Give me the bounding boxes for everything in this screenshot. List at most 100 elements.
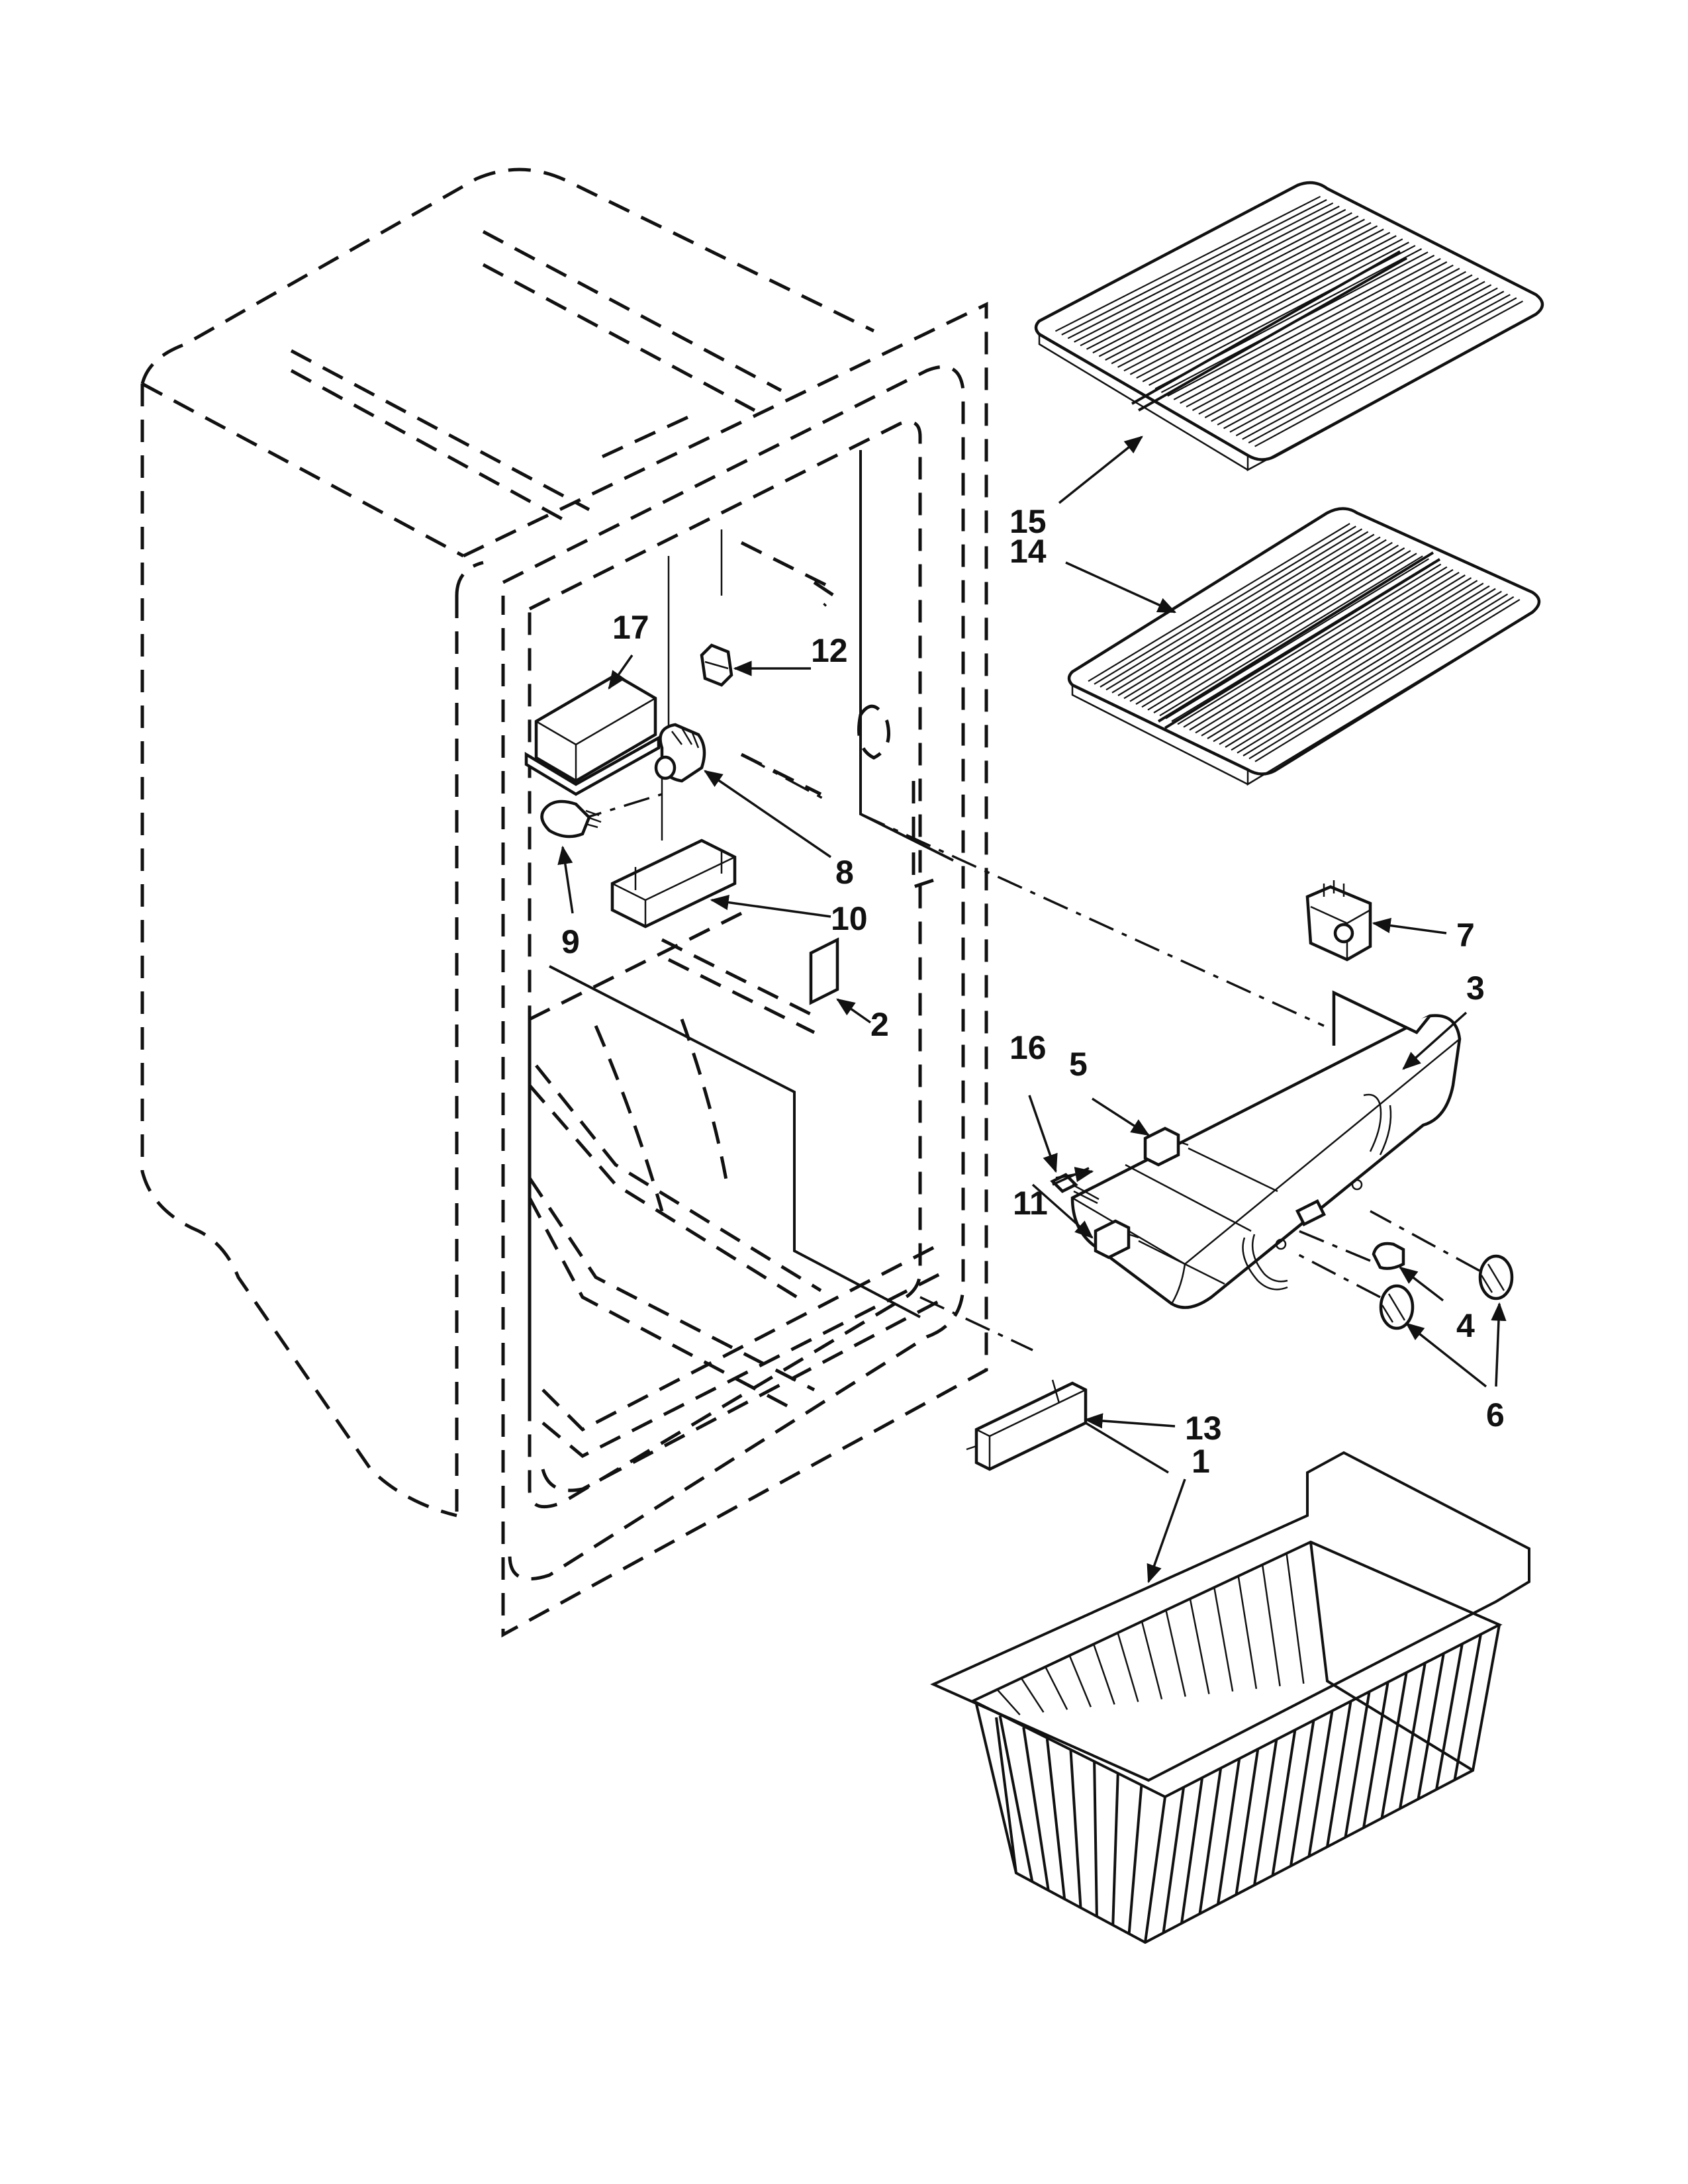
wire-rod	[1020, 1678, 1045, 1713]
callout-12: 12	[811, 632, 848, 669]
wire-rod	[1068, 1655, 1092, 1707]
wire-rod	[1231, 588, 1496, 751]
callout-7: 7	[1456, 917, 1475, 954]
wire-rod	[1243, 593, 1509, 756]
wire-rod	[1198, 1768, 1223, 1914]
wire-rod	[1380, 1672, 1408, 1819]
wire-rod	[1189, 1598, 1210, 1694]
wire-rod	[1105, 531, 1369, 691]
wire-shelf-upper	[1034, 181, 1544, 472]
light-switch	[700, 643, 733, 687]
wire-rod	[1159, 555, 1423, 717]
light-bulb	[540, 799, 602, 839]
wire-rod	[1141, 547, 1405, 708]
callout-leaders	[557, 435, 1507, 1584]
wire-rod	[1219, 582, 1484, 745]
wire-rod	[1362, 1682, 1389, 1828]
wire-rod	[1344, 1691, 1371, 1838]
wire-rod	[1261, 1565, 1281, 1687]
wire-rod	[1165, 1610, 1186, 1697]
cabinet-liner	[549, 450, 954, 1318]
callout-3: 3	[1466, 970, 1485, 1007]
wire-rod	[1201, 574, 1466, 737]
wire-rod	[1098, 218, 1365, 357]
wire-rod	[1111, 1773, 1119, 1925]
wire-rod	[1242, 294, 1511, 440]
wire-rod	[1213, 580, 1478, 743]
wire-rod	[1223, 284, 1492, 430]
callout-labels: 15 14 17 12 8 9 10 7 3 2 16 5 11 4 6 13 …	[561, 503, 1505, 1480]
wire-rod	[1055, 195, 1321, 332]
wire-rod	[1237, 1576, 1258, 1689]
wire-rod	[1162, 1787, 1186, 1933]
callout-2: 2	[870, 1006, 889, 1043]
wire-rod	[1453, 1634, 1482, 1780]
wire-rod	[1253, 1739, 1278, 1886]
wire-rod	[1069, 1750, 1082, 1908]
wire-rod	[1217, 281, 1485, 426]
wire-rod	[1129, 541, 1393, 702]
control-button	[1372, 1242, 1405, 1270]
wire-rod	[1123, 232, 1391, 372]
wire-rod	[1100, 528, 1363, 688]
wire-rod	[1195, 571, 1460, 734]
wire-rod	[1271, 1729, 1297, 1876]
wire-rod	[1092, 215, 1359, 354]
wire-rod	[1217, 1758, 1241, 1905]
wire-rod	[1229, 287, 1498, 433]
wire-rod	[1135, 544, 1399, 705]
callout-4: 4	[1456, 1307, 1475, 1344]
wire-rod	[1045, 1739, 1066, 1899]
wire-rod	[1417, 1653, 1445, 1799]
wire-rod	[1286, 1553, 1305, 1684]
wire-rod	[1235, 1749, 1260, 1895]
wire-rod	[1129, 235, 1397, 375]
callout-5: 5	[1069, 1046, 1088, 1083]
wire-rod	[1435, 1643, 1464, 1790]
wire-rod	[1326, 1701, 1352, 1847]
light-pipe-lower	[1094, 1219, 1225, 1285]
wire-rod	[1186, 264, 1454, 408]
control-knob-left	[1379, 1284, 1415, 1330]
wire-rod	[1067, 202, 1334, 340]
wire-rod	[1254, 598, 1521, 762]
wire-rod	[1127, 1785, 1143, 1934]
wire-rod	[1165, 558, 1429, 719]
wire-rod	[1211, 277, 1479, 422]
wire-rod	[1117, 536, 1381, 696]
wire-rod	[1074, 205, 1340, 343]
wire-rod	[1147, 550, 1411, 711]
wire-rod	[1088, 523, 1350, 682]
light-socket	[654, 723, 706, 783]
callout-11: 11	[1013, 1185, 1048, 1222]
wire-rod	[1045, 1666, 1068, 1710]
wire-rod	[1142, 242, 1409, 383]
wire-rod	[1177, 563, 1442, 725]
wire-rod	[1248, 596, 1515, 760]
control-knob-right	[1478, 1254, 1514, 1300]
wire-rod	[1061, 199, 1327, 336]
light-cover	[524, 673, 661, 796]
wire-rod	[1173, 257, 1441, 400]
wire-rod	[996, 1689, 1021, 1715]
callout-13: 13	[1185, 1410, 1222, 1447]
wire-rod	[1022, 1727, 1050, 1891]
wire-rod	[1105, 222, 1372, 361]
wire-rod	[1192, 267, 1460, 412]
wire-shelf-lower	[1067, 507, 1541, 786]
wire-rod	[1248, 297, 1517, 444]
callout-17: 17	[612, 609, 649, 646]
wire-rod	[1153, 553, 1417, 713]
wire-rod	[1183, 566, 1448, 728]
wire-rod	[1080, 208, 1346, 347]
callout-6: 6	[1486, 1396, 1505, 1433]
wire-rod	[1111, 225, 1378, 365]
wire-rod	[1141, 1621, 1163, 1700]
warning-label	[809, 937, 839, 1005]
wire-rod	[1289, 1720, 1315, 1866]
callout-1: 1	[1192, 1443, 1210, 1480]
wire-rod	[1235, 291, 1505, 437]
wire-rod	[1225, 585, 1490, 748]
wire-rod	[1207, 577, 1472, 739]
